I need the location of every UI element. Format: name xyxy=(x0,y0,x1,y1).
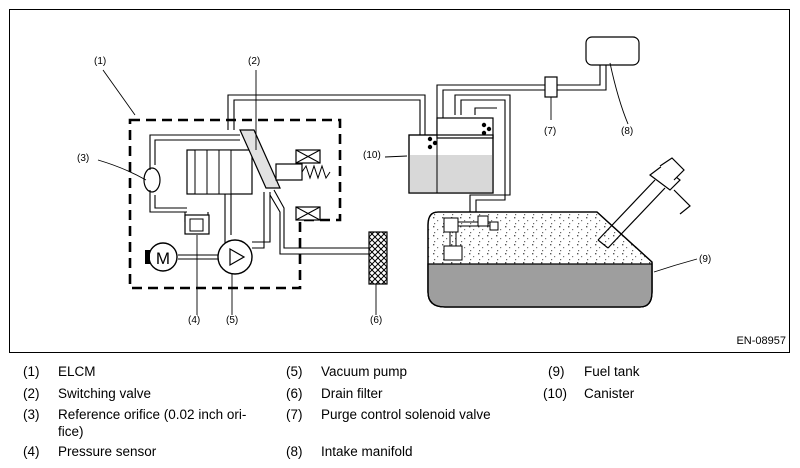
legend-num: (6) xyxy=(286,386,303,401)
legend-num: (10) xyxy=(543,386,568,401)
intake-manifold xyxy=(585,36,640,66)
legend-num: (9) xyxy=(548,364,565,379)
figure-code: EN-08957 xyxy=(736,335,786,347)
legend-label: Intake manifold xyxy=(321,444,413,459)
motor-symbol: M xyxy=(156,249,170,268)
elcm-boundary xyxy=(128,118,342,290)
legend-num: (1) xyxy=(23,364,40,379)
legend-label: Canister xyxy=(584,386,635,401)
callout-4: (4) xyxy=(188,315,200,326)
fuel-tank xyxy=(427,157,691,308)
legend-label: Switching valve xyxy=(58,386,152,401)
callout-2: (2) xyxy=(248,56,260,67)
legend-label: Pressure sensor xyxy=(58,444,157,459)
motor: M xyxy=(145,242,218,272)
switching-valve xyxy=(186,129,331,221)
callout-10: (10) xyxy=(363,150,381,161)
callout-6: (6) xyxy=(370,315,382,326)
leader-lines xyxy=(97,62,698,315)
legend-label: ELCM xyxy=(58,364,96,379)
legend-label: Purge control solenoid valve xyxy=(321,407,491,422)
legend-num: (4) xyxy=(23,444,40,459)
legend-num: (2) xyxy=(23,386,40,401)
callout-8: (8) xyxy=(621,126,633,137)
legend-label: Reference orifice (0.02 inch ori- fice) xyxy=(58,407,247,439)
callout-3: (3) xyxy=(77,153,89,164)
legend-num: (7) xyxy=(286,407,303,422)
canister xyxy=(408,117,494,194)
diagram-frame xyxy=(9,9,790,353)
drain-filter xyxy=(368,231,388,285)
callouts: (1) (2) (3) (4) (5) (6) (7) (8) (9) (10) xyxy=(77,56,711,326)
pressure-sensor xyxy=(184,214,210,235)
callout-1: (1) xyxy=(94,56,106,67)
legend-label: Vacuum pump xyxy=(321,364,408,379)
legend-label: Drain filter xyxy=(321,386,383,401)
legend-label: Fuel tank xyxy=(584,364,640,379)
purge-control-solenoid-valve xyxy=(544,76,558,98)
elcm-system-diagram: M xyxy=(77,36,711,326)
legend-num: (8) xyxy=(286,444,303,459)
callout-9: (9) xyxy=(699,254,711,265)
reference-orifice xyxy=(143,167,161,193)
vacuum-pump xyxy=(217,239,253,275)
legend-num: (3) xyxy=(23,407,40,422)
callout-5: (5) xyxy=(226,315,238,326)
callout-7: (7) xyxy=(544,126,556,137)
legend-num: (5) xyxy=(286,364,303,379)
